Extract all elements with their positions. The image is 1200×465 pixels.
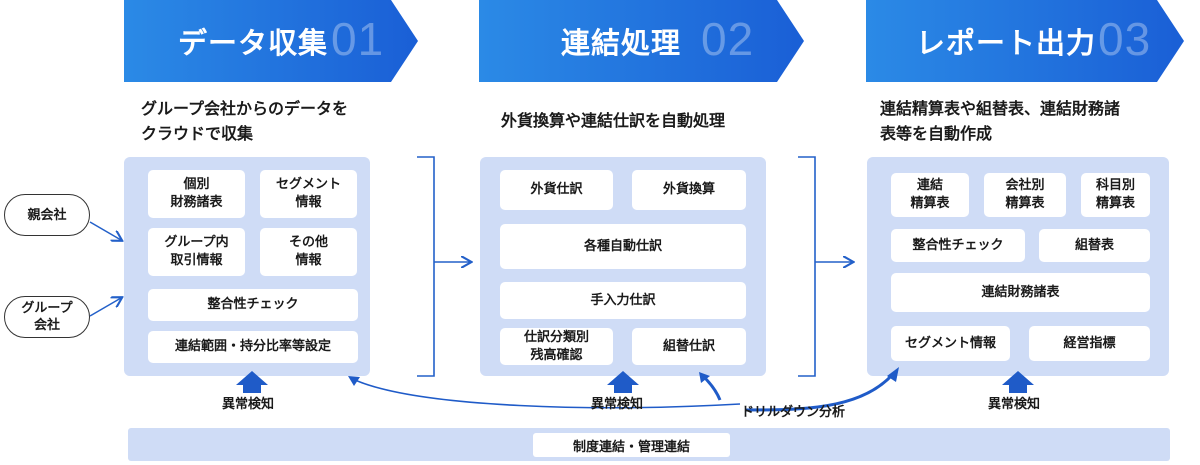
box-manual-journals: 手入力仕訳 (500, 282, 746, 319)
box-consolidated-worksheet: 連結 精算表 (891, 173, 969, 217)
box-consolidated-financials: 連結財務諸表 (891, 273, 1150, 312)
source-parent-company: 親会社 (4, 194, 90, 236)
stage-number-3: 03 (1098, 13, 1152, 65)
bottom-label-box: 制度連結・管理連結 (533, 433, 730, 457)
stage-header-2: 連結処理 02 (479, 0, 804, 82)
anomaly-label-3: 異常検知 (988, 397, 1041, 412)
drilldown-arrowhead-collection (348, 376, 360, 386)
box-consolidation-scope-settings: 連結範囲・持分比率等設定 (148, 331, 358, 363)
anomaly-up-arrow-1 (236, 371, 268, 393)
box-balance-by-category: 仕訳分類別 残高確認 (500, 328, 613, 365)
box-individual-financials: 個別 財務諸表 (148, 170, 245, 218)
arrow-group-to-collection (89, 298, 121, 317)
box-consistency-check: 整合性チェック (891, 229, 1025, 262)
header-arrow-shape (124, 0, 418, 82)
stage-number-1: 01 (331, 13, 385, 65)
stage-title-3: レポート出力 (916, 26, 1097, 60)
source-group-company: グループ 会社 (4, 296, 90, 338)
box-reclassification-table: 組替表 (1039, 229, 1150, 262)
header-arrow-shape (866, 0, 1184, 82)
panel-data-collection: 個別 財務諸表 セグメント 情報 グループ内 取引情報 その他 情報 整合性チェ… (124, 157, 370, 376)
anomaly-label-1: 異常検知 (222, 397, 275, 412)
box-segment-info: セグメント情報 (891, 326, 1010, 361)
arrow-parent-to-collection (89, 221, 121, 240)
box-reclassification-journal: 組替仕訳 (632, 328, 746, 365)
stage-description-1: グループ会社からのデータを クラウドで収集 (141, 99, 349, 143)
anomaly-label-2: 異常検知 (591, 397, 644, 412)
stage-number-2: 02 (701, 13, 755, 65)
anomaly-up-arrow-2 (607, 371, 639, 393)
box-management-indicators: 経営指標 (1029, 326, 1150, 361)
panel-report-output: 連結 精算表 会社別 精算表 科目別 精算表 整合性チェック 組替表 連結財務諸… (867, 157, 1169, 376)
box-other-info: その他 情報 (260, 228, 357, 276)
header-arrow-shape (479, 0, 804, 82)
box-auto-journals: 各種自動仕訳 (500, 224, 746, 269)
box-consistency-check: 整合性チェック (148, 289, 358, 321)
drilldown-curve-processing (702, 375, 722, 401)
stage-description-2: 外貨換算や連結仕訳を自動処理 (501, 111, 726, 130)
anomaly-up-arrow-3 (1002, 371, 1034, 393)
stage-title-1: データ収集 (178, 26, 329, 60)
stage-title-2: 連結処理 (561, 26, 682, 60)
box-fx-journal: 外貨仕訳 (500, 170, 613, 210)
drilldown-curve-collection (354, 379, 741, 409)
box-fx-translation: 外貨換算 (632, 170, 746, 210)
box-account-worksheet: 科目別 精算表 (1081, 173, 1150, 217)
drilldown-curve-report (744, 373, 894, 412)
drilldown-label: ドリルダウン分析 (741, 405, 846, 420)
stage-header-3: レポート出力 03 (866, 0, 1184, 82)
bracket-processing (798, 156, 816, 377)
box-company-worksheet: 会社別 精算表 (984, 173, 1066, 217)
panel-consolidation-processing: 外貨仕訳 外貨換算 各種自動仕訳 手入力仕訳 仕訳分類別 残高確認 組替仕訳 (480, 157, 766, 376)
bracket-collection (417, 156, 435, 377)
stage-header-1: データ収集 01 (124, 0, 418, 82)
drilldown-arrowhead-report (887, 367, 899, 382)
box-intragroup-transactions: グループ内 取引情報 (148, 228, 245, 276)
box-segment-info: セグメント 情報 (260, 170, 357, 218)
stage-description-3: 連結精算表や組替表、連結財務諸 表等を自動作成 (880, 99, 1121, 143)
drilldown-arrowhead-processing (699, 372, 710, 383)
